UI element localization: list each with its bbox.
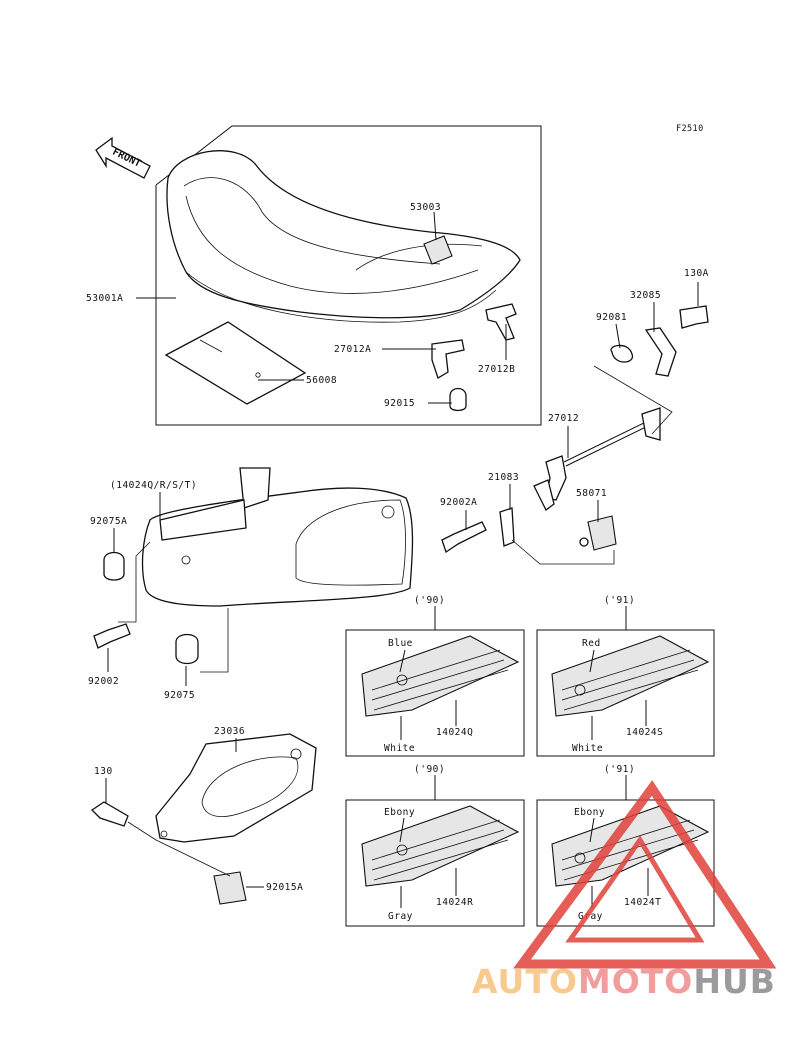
- grommet-92075a: [103, 551, 125, 581]
- label-58071: 58071: [576, 488, 607, 499]
- label-53001a: 53001A: [86, 293, 123, 304]
- bolt-130: [90, 801, 129, 827]
- label-92015a: 92015A: [266, 882, 303, 893]
- rear-bracket: [155, 733, 317, 843]
- watermark-logo: AUTOMOTOHUB: [472, 780, 777, 1001]
- watermark-triangle-icon: [513, 780, 777, 969]
- panel-3-year: ('90): [414, 764, 445, 775]
- seat-lock-mechanism: [441, 305, 709, 565]
- seat-cowl: [118, 467, 414, 673]
- panel-4-year: ('91): [604, 764, 635, 775]
- seat-group-box: [155, 125, 542, 426]
- panel-1-year: ('90): [414, 595, 445, 606]
- label-14024-group: (14024Q/R/S/T): [110, 480, 197, 491]
- label-27012a: 27012A: [334, 344, 371, 355]
- label-92075: 92075: [164, 690, 195, 701]
- bolt-92002: [93, 623, 131, 649]
- panel-4-bottom-color: Gray: [578, 911, 603, 922]
- panel-1-bottom-color: White: [384, 743, 415, 754]
- label-27012b: 27012B: [478, 364, 515, 375]
- label-23036: 23036: [214, 726, 245, 737]
- panel-3-part: 14024R: [436, 897, 473, 908]
- panel-2-year: ('91): [604, 595, 635, 606]
- label-130a: 130A: [684, 268, 709, 279]
- label-130: 130: [94, 766, 113, 777]
- watermark-text: AUTOMOTOHUB: [472, 962, 776, 1001]
- figure-code: F2510: [676, 124, 704, 134]
- nut-92015a: [213, 871, 247, 905]
- label-53003: 53003: [410, 202, 441, 213]
- panel-2: ('91) Red White 14024S: [536, 595, 715, 757]
- owners-manual: [164, 321, 307, 405]
- panel-4-part: 14024T: [624, 897, 661, 908]
- watermark-part-3: HUB: [693, 962, 776, 1001]
- panel-1-part: 14024Q: [436, 727, 473, 738]
- hook-27012b: [485, 303, 517, 341]
- label-92002a: 92002A: [440, 497, 477, 508]
- panel-1: ('90) Blue White 14024Q: [345, 595, 525, 757]
- label-92002: 92002: [88, 676, 119, 687]
- panel-3-bottom-color: Gray: [388, 911, 413, 922]
- label-56008: 56008: [306, 375, 337, 386]
- panel-3-top-color: Ebony: [384, 807, 415, 818]
- label-32085: 32085: [630, 290, 661, 301]
- panel-2-top-color: Red: [582, 638, 601, 649]
- seat-assembly: [166, 150, 521, 323]
- panel-1-top-color: Blue: [388, 638, 413, 649]
- hook-27012a: [431, 339, 465, 379]
- watermark-part-1: AUTO: [472, 962, 578, 1001]
- label-92081: 92081: [596, 312, 627, 323]
- label-27012: 27012: [548, 413, 579, 424]
- watermark-part-2: MOTO: [578, 962, 693, 1001]
- label-21083: 21083: [488, 472, 519, 483]
- grommet-92075: [175, 633, 199, 665]
- front-arrow-icon: FRONT: [95, 136, 151, 179]
- panel-2-part: 14024S: [626, 727, 663, 738]
- label-92075a: 92075A: [90, 516, 127, 527]
- grommet-92015: [449, 387, 467, 412]
- panel-2-bottom-color: White: [572, 743, 603, 754]
- label-92015: 92015: [384, 398, 415, 409]
- panel-4-top-color: Ebony: [574, 807, 605, 818]
- panel-3: ('90) Ebony Gray 14024R: [345, 764, 525, 927]
